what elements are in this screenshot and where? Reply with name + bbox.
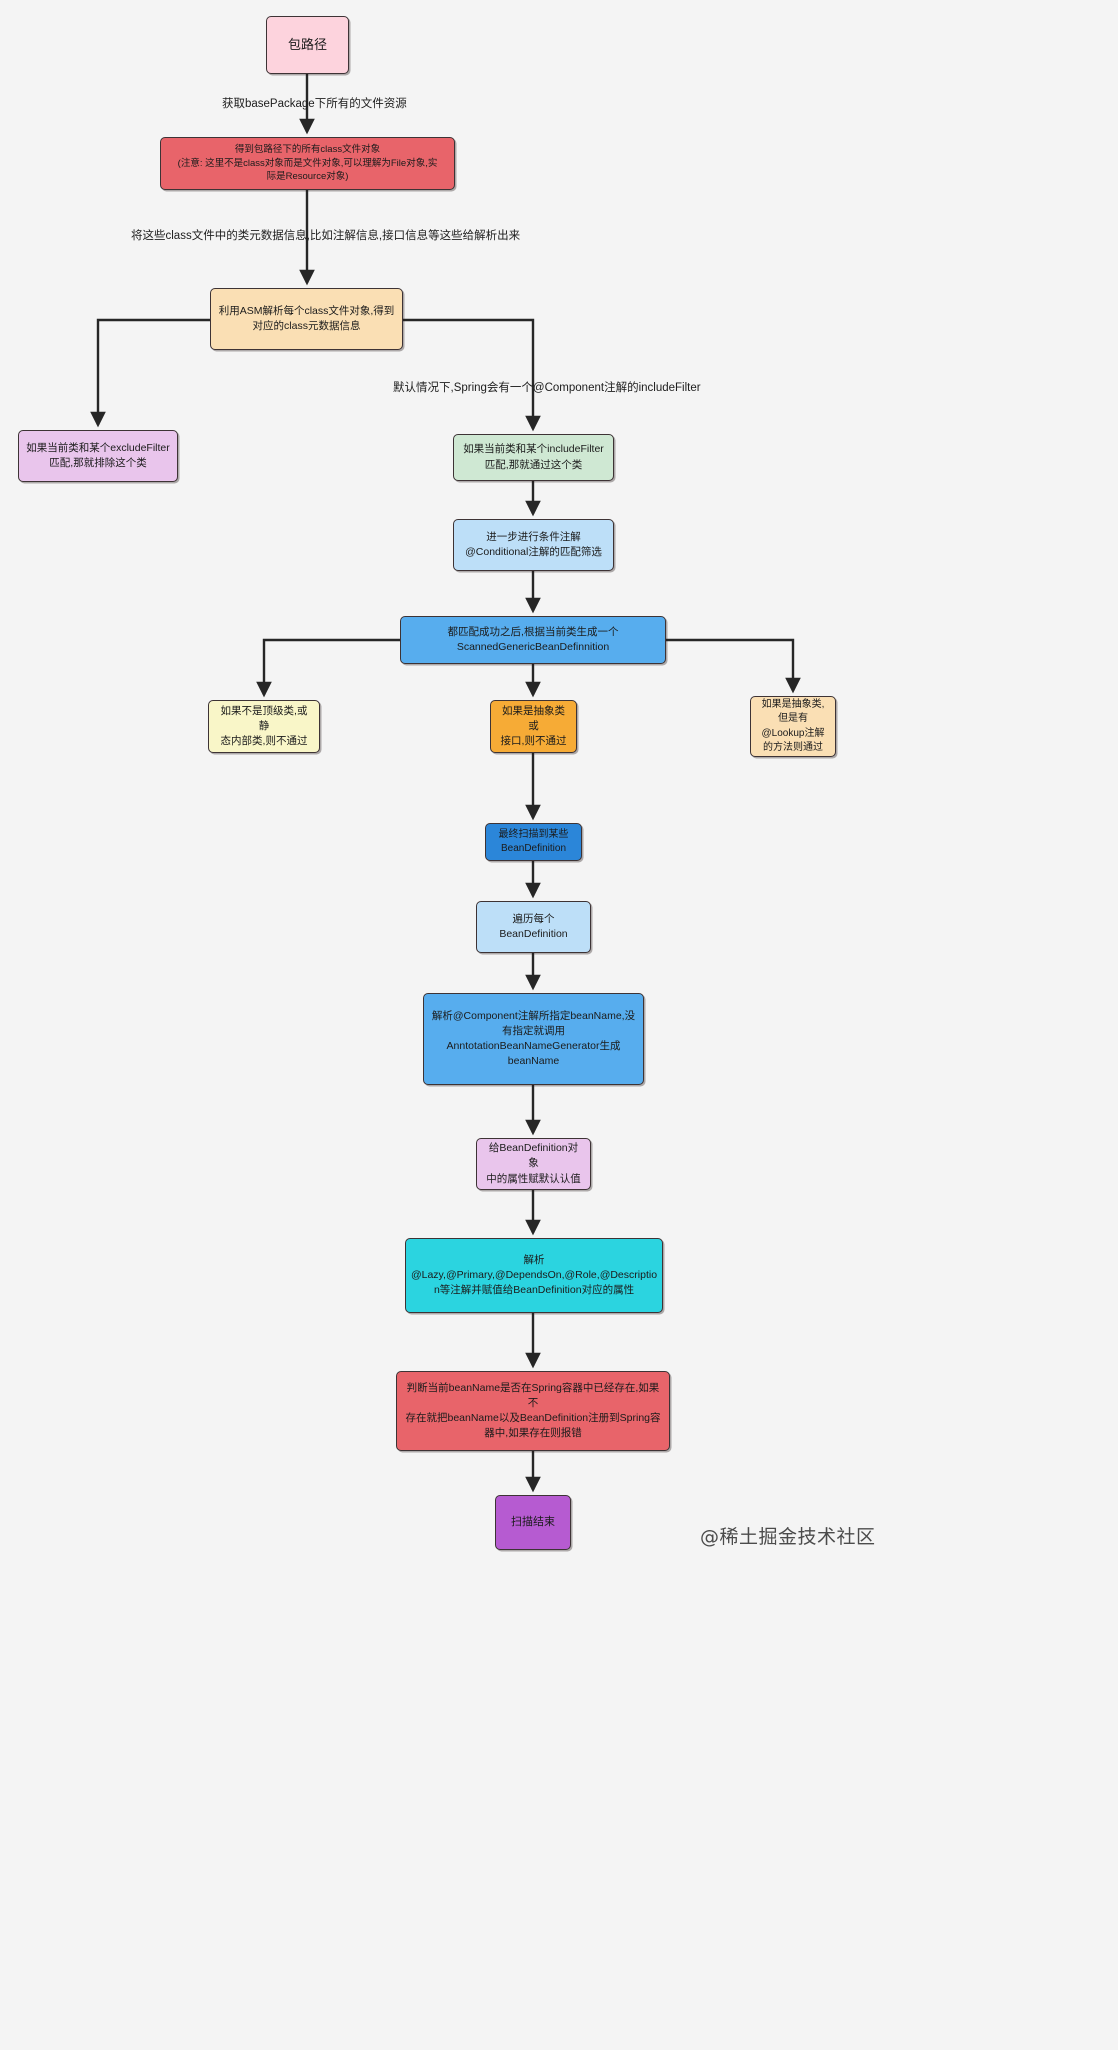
node-not-top-level[interactable]: 如果不是顶级类,或静 态内部类,则不通过 <box>208 700 320 753</box>
watermark: @稀土掘金技术社区 <box>700 1526 876 1548</box>
node-conditional[interactable]: 进一步进行条件注解 @Conditional注解的匹配筛选 <box>453 519 614 571</box>
node-abstract-or-interface[interactable]: 如果是抽象类或 接口,则不通过 <box>490 700 577 753</box>
node-iterate-bean-definition[interactable]: 遍历每个 BeanDefinition <box>476 901 591 953</box>
node-asm-parse[interactable]: 利用ASM解析每个class文件对象,得到 对应的class元数据信息 <box>210 288 403 350</box>
node-pkg-path[interactable]: 包路径 <box>266 16 349 74</box>
node-register-bean[interactable]: 判断当前beanName是否在Spring容器中已经存在,如果不 存在就把bea… <box>396 1371 670 1451</box>
node-parse-annotations[interactable]: 解析 @Lazy,@Primary,@DependsOn,@Role,@Desc… <box>405 1238 663 1313</box>
node-scanned-bean-definition[interactable]: 都匹配成功之后,根据当前类生成一个 ScannedGenericBeanDefi… <box>400 616 666 664</box>
node-final-scanned[interactable]: 最终扫描到某些 BeanDefinition <box>485 823 582 861</box>
node-parse-component[interactable]: 解析@Component注解所指定beanName,没 有指定就调用 Annto… <box>423 993 644 1085</box>
node-class-file-objects[interactable]: 得到包路径下的所有class文件对象 (注意: 这里不是class对象而是文件对… <box>160 137 455 190</box>
node-include-filter[interactable]: 如果当前类和某个includeFilter 匹配,那就通过这个类 <box>453 434 614 481</box>
node-scan-end[interactable]: 扫描结束 <box>495 1495 571 1550</box>
edge-label-default-include-filter: 默认情况下,Spring会有一个@Component注解的includeFilt… <box>393 382 701 394</box>
edge-label-parse-metadata: 将这些class文件中的类元数据信息,比如注解信息,接口信息等这些给解析出来 <box>131 230 521 242</box>
node-lookup-annotation[interactable]: 如果是抽象类, 但是有 @Lookup注解 的方法则通过 <box>750 696 836 757</box>
node-exclude-filter[interactable]: 如果当前类和某个excludeFilter 匹配,那就排除这个类 <box>18 430 178 482</box>
node-default-values[interactable]: 给BeanDefinition对象 中的属性赋默认认值 <box>476 1138 591 1190</box>
edge-label-get-resources: 获取basePackage下所有的文件资源 <box>222 98 407 110</box>
